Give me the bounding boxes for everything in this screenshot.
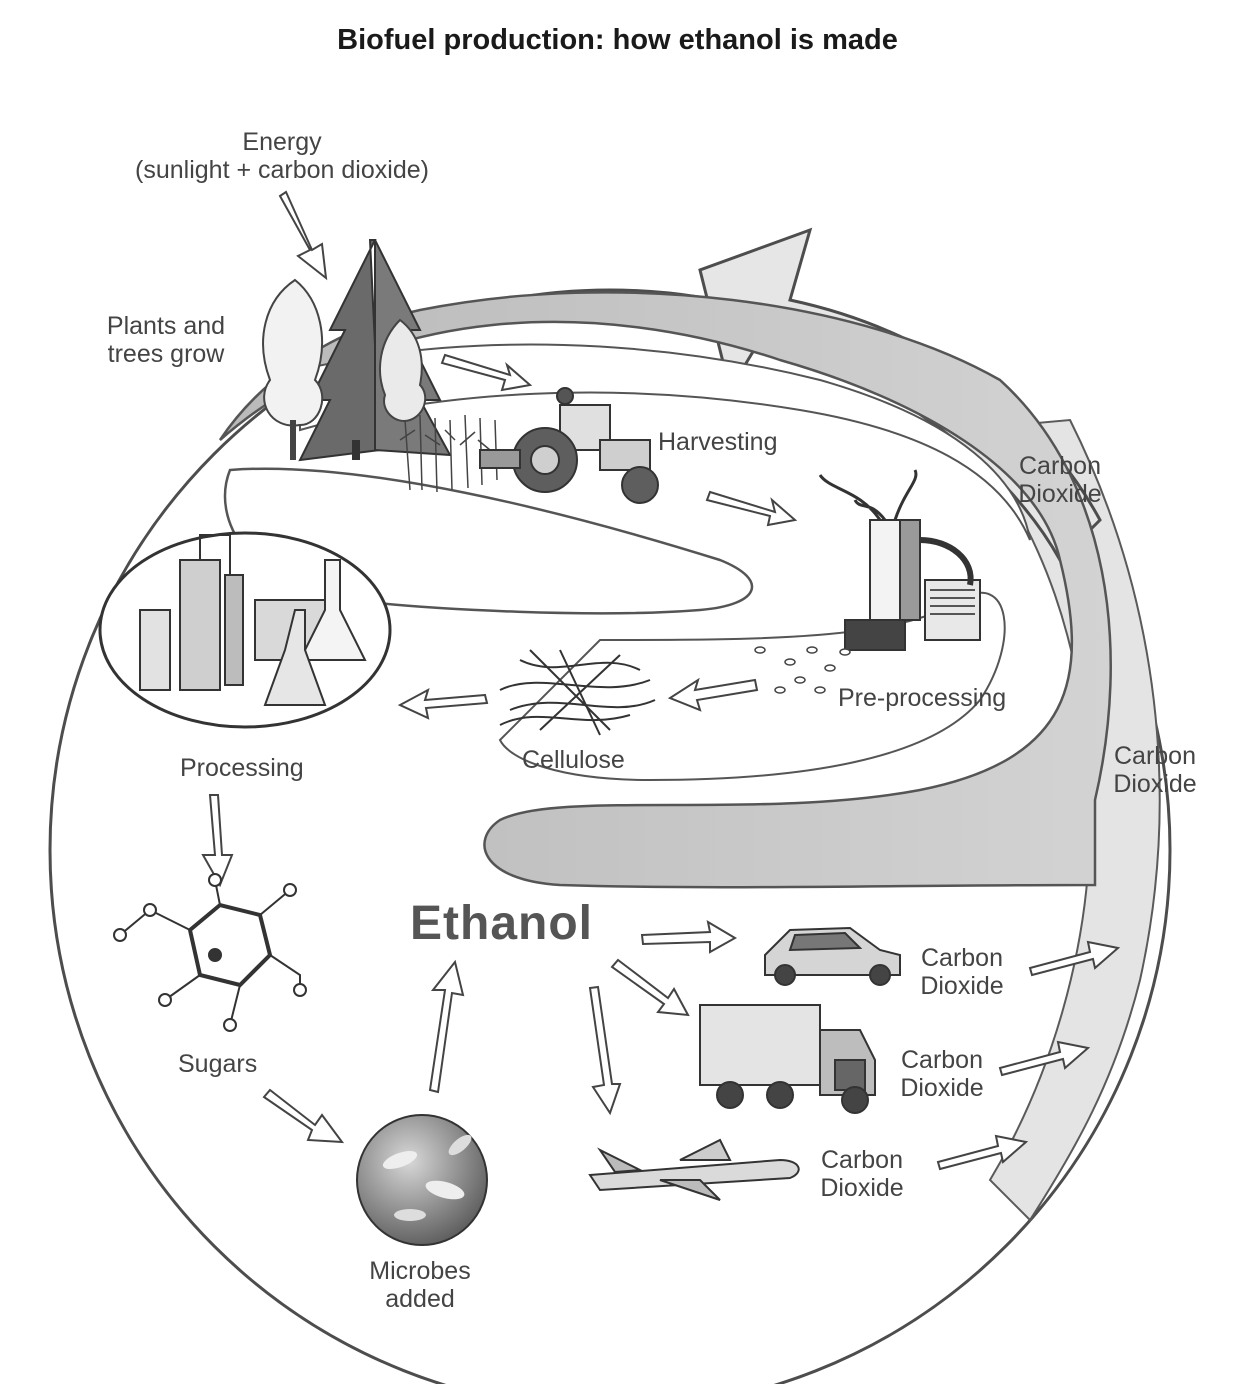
sugars-arrow	[201, 794, 234, 888]
trees-illustration	[262, 239, 452, 462]
processing-label: Processing	[180, 754, 304, 782]
ethanol-to-car-arrow	[640, 919, 738, 954]
ethanol-to-plane-arrow	[588, 985, 622, 1116]
harvesting-label: Harvesting	[658, 428, 778, 456]
truck-co2-arrow	[998, 1040, 1091, 1077]
car-illustration	[764, 926, 901, 986]
processing-plant-illustration	[98, 531, 392, 729]
ethanol-to-truck-arrow	[610, 958, 690, 1017]
harvest-arrow	[440, 353, 533, 392]
airplane-illustration	[588, 1138, 800, 1201]
cellulose-arrow	[667, 677, 759, 712]
ethanol-arrow	[428, 959, 465, 1094]
cellulose-label: Cellulose	[522, 746, 625, 774]
diagram-title: Biofuel production: how ethanol is made	[337, 24, 898, 56]
corn-crop	[399, 414, 498, 493]
plane-co2-arrow	[936, 1134, 1029, 1171]
tractor-illustration	[479, 387, 659, 504]
preprocessing-label: Pre-processing	[838, 684, 1007, 712]
energy-arrow	[278, 190, 328, 281]
microbes-sphere	[356, 1114, 488, 1246]
processed-pellets	[754, 646, 851, 694]
energy-label: Energy(sunlight + carbon dioxide)	[135, 128, 429, 184]
ethanol-label: Ethanol	[410, 897, 593, 950]
preprocess-arrow	[705, 490, 798, 527]
cellulose-fibers	[499, 649, 656, 736]
sugars-label: Sugars	[178, 1050, 258, 1078]
microbes-arrow	[262, 1088, 345, 1144]
car-co2-arrow	[1028, 940, 1121, 977]
preprocessing-machine	[818, 469, 981, 651]
process-road	[218, 291, 1112, 889]
truck-illustration	[699, 1004, 876, 1114]
sugar-molecule	[113, 873, 307, 1032]
processing-arrow	[397, 687, 489, 720]
